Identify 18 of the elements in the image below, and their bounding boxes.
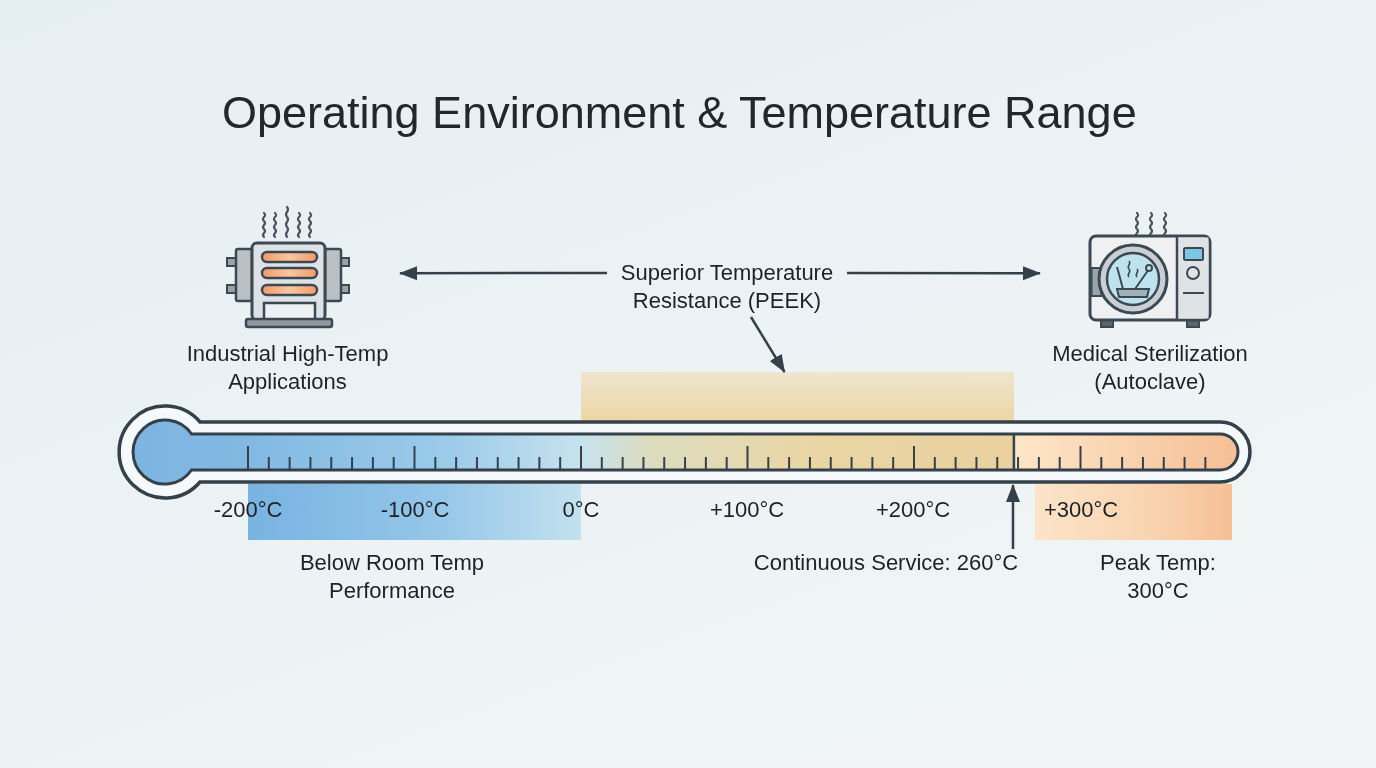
temperature-band bbox=[581, 372, 1014, 422]
arrow bbox=[847, 266, 1041, 281]
arrow bbox=[749, 316, 786, 373]
node-label: Medical Sterilization (Autoclave) bbox=[1051, 340, 1249, 396]
title: Operating Environment & Temperature Range bbox=[222, 87, 1137, 139]
tick-label: +100°C bbox=[708, 496, 786, 524]
callout-text: Continuous Service: 260°C bbox=[740, 549, 1032, 577]
range-label: Peak Temp: 300°C bbox=[1099, 549, 1217, 605]
tick-label: -100°C bbox=[379, 496, 451, 524]
arrow bbox=[399, 266, 607, 281]
node-label: Industrial High-Temp Applications bbox=[185, 340, 390, 396]
range-label: Below Room Temp Performance bbox=[298, 549, 486, 605]
arrow bbox=[1006, 484, 1020, 549]
tick-label: +200°C bbox=[874, 496, 952, 524]
tick-label: -200°C bbox=[212, 496, 284, 524]
tick-label: +300°C bbox=[1042, 496, 1120, 524]
tick-label: 0°C bbox=[561, 496, 601, 524]
callout-text: Superior Temperature Resistance (PEEK) bbox=[607, 259, 847, 317]
